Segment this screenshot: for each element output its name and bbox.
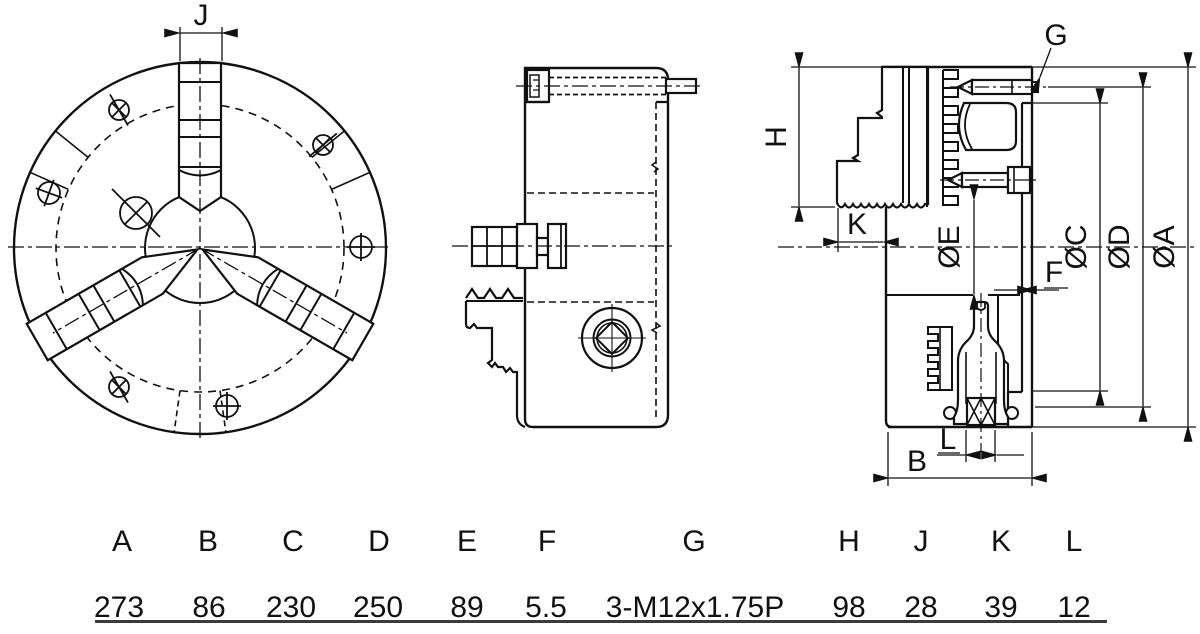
front-centerlines <box>8 58 392 440</box>
spec-value: 98 <box>832 591 866 624</box>
pinion-lobes <box>943 406 1019 420</box>
spec-value: 86 <box>192 591 226 624</box>
spec-value: 89 <box>450 591 484 624</box>
dim-j <box>164 27 238 61</box>
spec-value: 273 <box>93 591 145 624</box>
spec-value: 230 <box>265 591 317 624</box>
side-hidden-lines <box>527 102 657 420</box>
key-socket <box>578 304 646 372</box>
mount-bolt <box>525 68 698 104</box>
section-view: G H K ØE F ØC ØD ØA L B <box>760 19 1196 486</box>
pilot-hole-icon <box>111 188 161 238</box>
dim-g-leader <box>1030 47 1052 94</box>
side-jaw-profile <box>464 287 526 429</box>
spec-header: K <box>990 525 1012 558</box>
spec-header: D <box>368 525 390 558</box>
spec-header: E <box>456 525 478 558</box>
side-view <box>452 66 704 429</box>
jaw-lower-left <box>25 248 200 362</box>
spec-value: 28 <box>904 591 938 624</box>
dimension-lines <box>794 47 1193 483</box>
spec-header: B <box>197 525 219 558</box>
side-body-outline <box>523 66 670 429</box>
spec-value: 5.5 <box>525 591 567 624</box>
table-rule <box>95 620 1107 623</box>
dim-h-label: H <box>760 126 793 148</box>
mount-hole-icon <box>108 93 338 404</box>
rack-teeth-block <box>927 326 953 391</box>
spec-header: F <box>537 525 557 558</box>
dim-d-label: ØD <box>1103 225 1136 270</box>
spec-header: J <box>913 525 929 558</box>
spec-header: G <box>682 525 706 558</box>
dimension-labels: G H K ØE F ØC ØD ØA L B <box>760 19 1181 478</box>
spec-value: 3-M12x1.75P <box>605 591 785 624</box>
front-view: J <box>8 0 392 440</box>
dim-k-label: K <box>847 208 867 241</box>
spec-value: 250 <box>352 591 404 624</box>
dim-l-label: L <box>940 423 957 456</box>
section-body <box>882 65 1034 429</box>
spec-value: 39 <box>984 591 1018 624</box>
spec-header: H <box>838 525 860 558</box>
scroll-pocket <box>957 101 1018 152</box>
dim-c-label: ØC <box>1060 225 1093 270</box>
dim-f-label: F <box>1045 256 1063 289</box>
section-jaw-top <box>835 65 930 209</box>
dim-j-label: J <box>194 0 209 32</box>
dim-g-label: G <box>1044 19 1067 52</box>
spec-header: L <box>1065 525 1083 558</box>
jaw-serration <box>926 67 959 207</box>
spec-header: A <box>111 525 133 558</box>
spec-value: 12 <box>1057 591 1091 624</box>
dim-b-label: B <box>907 445 927 478</box>
extension-lines <box>791 66 1196 486</box>
dim-a-label: ØA <box>1148 225 1181 268</box>
dim-e-label: ØE <box>933 225 966 268</box>
side-break-notches <box>650 161 662 334</box>
spec-header: C <box>282 525 304 558</box>
